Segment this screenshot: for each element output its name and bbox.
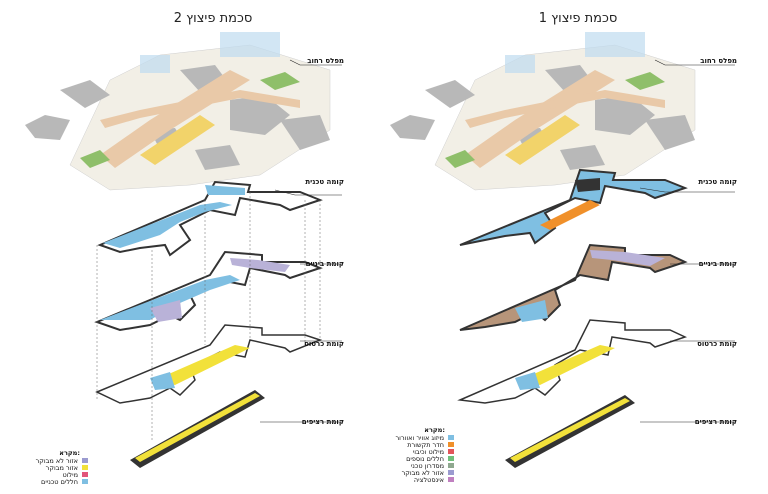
label-technical-2: קומה טכנית xyxy=(305,178,344,186)
legend-label: חללים נוספים xyxy=(406,455,444,463)
alignment-lines-2 xyxy=(96,192,321,440)
label-platform-1: קומת רציפים xyxy=(695,418,737,426)
label-mezzanine-2: קומת ביניים xyxy=(306,260,344,268)
label-mezzanine-1: קומת ביניים xyxy=(699,260,737,268)
legend-swatch xyxy=(82,458,88,463)
label-street-1: מפלס רחוב xyxy=(700,57,737,65)
legend-title-1: מקרא: xyxy=(424,426,445,434)
legend-swatch xyxy=(448,442,454,447)
scheme-1: סכמת פיצוץ 1 xyxy=(390,11,737,484)
legend-label: אזור מבוקר xyxy=(46,464,78,472)
platform-level-1 xyxy=(505,395,635,468)
legend-label: מילוט וכיבוי xyxy=(413,448,444,456)
label-technical-1: קומה טכנית xyxy=(698,178,737,186)
legend-label: מיזוג אוויר ואוורור xyxy=(396,434,444,442)
legend-label: מסדרון טכני xyxy=(411,462,444,470)
legend-2: מקרא: אזור לא מבוקר אזור מבוקר מילוט חלל… xyxy=(36,449,88,486)
scheme-2-title: סכמת פיצוץ 2 xyxy=(174,11,253,26)
ticketing-level-1 xyxy=(457,319,688,404)
mezzanine-level-1 xyxy=(459,243,688,331)
legend-item: מילוט xyxy=(62,471,88,479)
legend-label: אינסטלציה xyxy=(414,476,444,484)
legend-item: מילוט וכיבוי xyxy=(413,448,454,456)
legend-title-2: מקרא: xyxy=(59,449,80,457)
legend-swatch xyxy=(448,470,454,475)
scheme-2: סכמת פיצוץ 2 xyxy=(25,11,344,486)
legend-item: אינסטלציה xyxy=(414,476,454,484)
legend-swatch xyxy=(448,449,454,454)
street-level-map xyxy=(25,32,331,191)
legend-item: מסדרון טכני xyxy=(411,462,454,470)
technical-level-2 xyxy=(97,180,323,257)
legend-item: מיזוג אוויר ואוורור xyxy=(396,434,454,442)
legend-swatch xyxy=(448,456,454,461)
legend-label: חללים טכניים xyxy=(41,478,78,486)
level-labels-2: מפלס רחוב קומה טכנית קומת ביניים קומת כר… xyxy=(260,57,344,426)
legend-swatch xyxy=(448,463,454,468)
legend-item: אזור לא מבוקר xyxy=(36,457,88,465)
legend-label: אזור לא מבוקר xyxy=(36,457,78,465)
label-street-2: מפלס רחוב xyxy=(307,57,344,65)
legend-swatch xyxy=(82,479,88,484)
scheme-1-title: סכמת פיצוץ 1 xyxy=(539,11,618,26)
legend-item: אזור לא מבוקר xyxy=(402,469,454,477)
platform-level-2 xyxy=(130,390,265,468)
legend-label: מילוט xyxy=(62,471,78,479)
ticketing-level-2 xyxy=(95,324,323,404)
legend-1: מקרא: מיזוג אוויר ואוורור חדר תקשורת מיל… xyxy=(396,426,454,484)
legend-item: חללים נוספים xyxy=(406,455,454,463)
legend-swatch xyxy=(82,472,88,477)
legend-item: אזור מבוקר xyxy=(46,464,88,472)
legend-swatch xyxy=(448,435,454,440)
legend-label: חדר תקשורת xyxy=(407,441,444,449)
label-ticketing-2: קומת כרטוס xyxy=(304,340,344,348)
label-ticketing-1: קומת כרטוס xyxy=(697,340,737,348)
legend-swatch xyxy=(82,465,88,470)
legend-label: אזור לא מבוקר xyxy=(402,469,444,477)
level-labels-1: מפלס רחוב קומה טכנית קומת ביניים קומת כר… xyxy=(639,57,737,426)
legend-swatch xyxy=(448,477,454,482)
label-platform-2: קומת רציפים xyxy=(302,418,344,426)
street-level-map xyxy=(390,32,696,191)
technical-level-1 xyxy=(459,168,688,246)
legend-item: חדר תקשורת xyxy=(407,441,454,449)
legend-item: חללים טכניים xyxy=(41,478,88,486)
mezzanine-level-2 xyxy=(94,250,323,332)
